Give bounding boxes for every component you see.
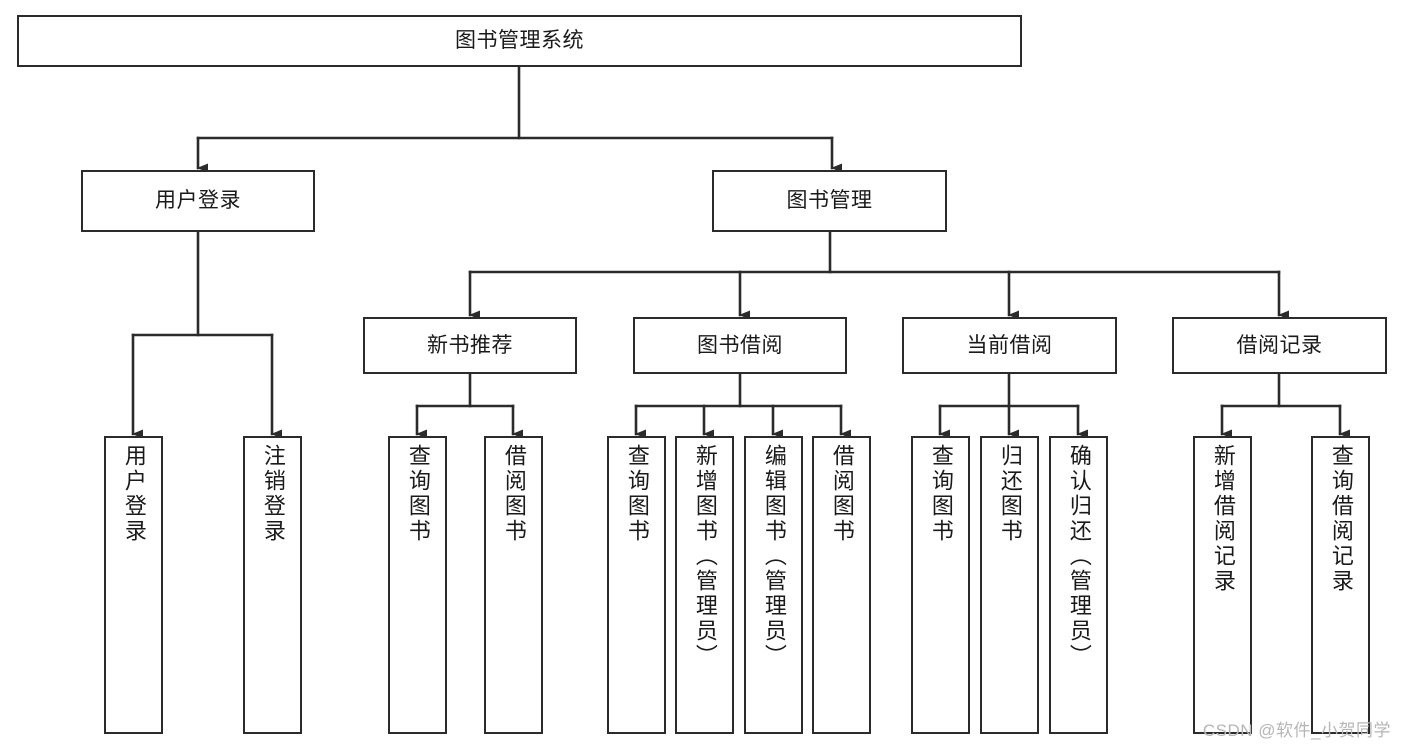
node-leaf-logout-login[interactable]: 注销登录 bbox=[243, 436, 302, 734]
node-leaf-query-book-3[interactable]: 查询图书 bbox=[911, 436, 970, 734]
node-leaf-borrow-book-1[interactable]: 借阅图书 bbox=[484, 436, 543, 734]
node-root-system-label: 图书管理系统 bbox=[455, 29, 584, 53]
node-leaf-edit-book[interactable]: 编辑图书（管理员） bbox=[744, 436, 803, 734]
node-leaf-query-book-2-label: 查询图书 bbox=[624, 444, 650, 544]
node-leaf-query-record-label: 查询借阅记录 bbox=[1328, 444, 1354, 594]
csdn-watermark: CSDN @软件_小贺同学 bbox=[1202, 721, 1391, 740]
node-new-book-recommend-label: 新书推荐 bbox=[427, 333, 513, 357]
node-leaf-return-book[interactable]: 归还图书 bbox=[980, 436, 1039, 734]
node-new-book-recommend[interactable]: 新书推荐 bbox=[363, 317, 577, 374]
node-book-management[interactable]: 图书管理 bbox=[712, 170, 947, 232]
node-leaf-borrow-book-1-label: 借阅图书 bbox=[501, 444, 527, 544]
node-leaf-query-book-3-label: 查询图书 bbox=[928, 444, 954, 544]
node-leaf-user-login-label: 用户登录 bbox=[121, 444, 147, 544]
node-leaf-confirm-return[interactable]: 确认归还（管理员） bbox=[1049, 436, 1108, 734]
node-leaf-query-book-2[interactable]: 查询图书 bbox=[607, 436, 666, 734]
node-leaf-add-book[interactable]: 新增图书（管理员） bbox=[675, 436, 734, 734]
node-leaf-query-record[interactable]: 查询借阅记录 bbox=[1311, 436, 1370, 734]
node-leaf-borrow-book-2-label: 借阅图书 bbox=[829, 444, 855, 544]
node-leaf-add-record-label: 新增借阅记录 bbox=[1210, 444, 1236, 594]
node-current-borrow-label: 当前借阅 bbox=[966, 333, 1053, 357]
node-leaf-add-book-label: 新增图书（管理员） bbox=[692, 444, 718, 669]
node-book-borrow-label: 图书借阅 bbox=[697, 333, 783, 357]
node-leaf-return-book-label: 归还图书 bbox=[997, 444, 1023, 544]
node-user-login[interactable]: 用户登录 bbox=[81, 170, 315, 232]
node-leaf-confirm-return-label: 确认归还（管理员） bbox=[1066, 444, 1092, 669]
node-current-borrow[interactable]: 当前借阅 bbox=[902, 317, 1117, 374]
node-leaf-logout-login-label: 注销登录 bbox=[260, 444, 286, 544]
node-user-login-label: 用户登录 bbox=[155, 189, 241, 213]
node-borrow-record[interactable]: 借阅记录 bbox=[1172, 317, 1387, 374]
node-borrow-record-label: 借阅记录 bbox=[1236, 333, 1323, 357]
node-root-system[interactable]: 图书管理系统 bbox=[17, 15, 1022, 67]
node-book-borrow[interactable]: 图书借阅 bbox=[633, 317, 847, 374]
node-leaf-query-book-1-label: 查询图书 bbox=[405, 444, 431, 544]
node-leaf-edit-book-label: 编辑图书（管理员） bbox=[761, 444, 787, 669]
node-leaf-user-login[interactable]: 用户登录 bbox=[104, 436, 163, 734]
node-leaf-borrow-book-2[interactable]: 借阅图书 bbox=[812, 436, 871, 734]
node-book-management-label: 图书管理 bbox=[786, 189, 873, 213]
node-leaf-add-record[interactable]: 新增借阅记录 bbox=[1193, 436, 1252, 734]
node-leaf-query-book-1[interactable]: 查询图书 bbox=[388, 436, 447, 734]
